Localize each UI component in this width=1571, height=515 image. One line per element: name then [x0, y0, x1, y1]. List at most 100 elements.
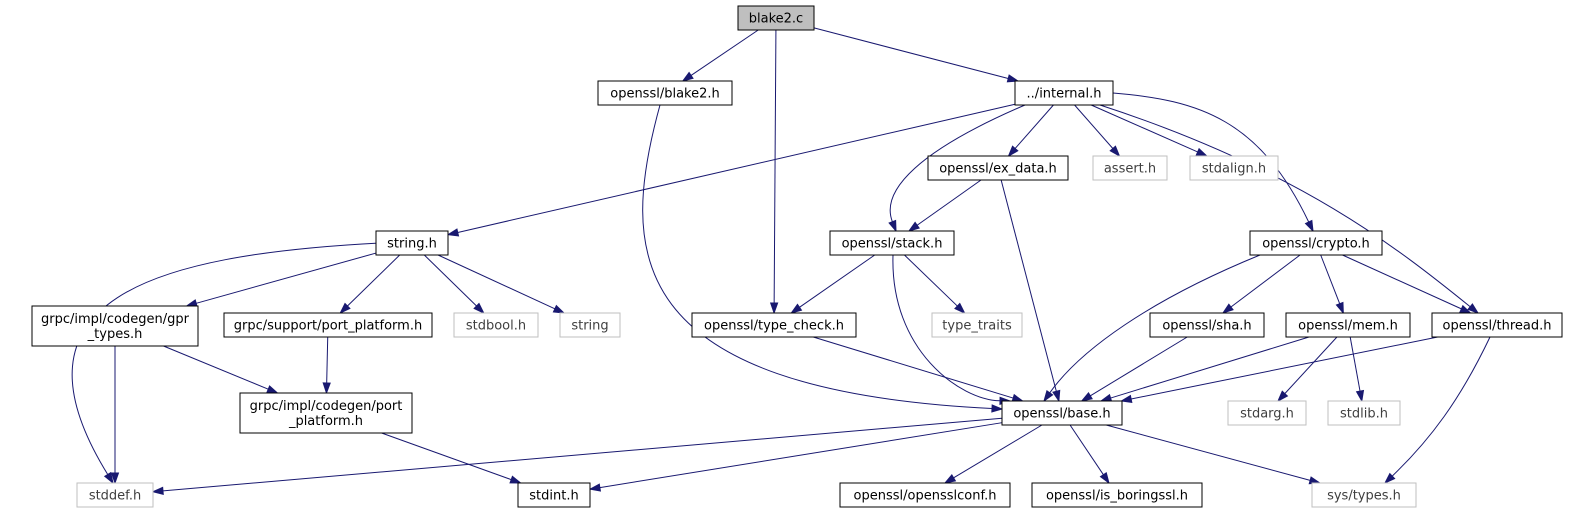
node-box [1092, 155, 1168, 181]
edge-arrowhead [322, 382, 331, 395]
edge-arrowhead [1119, 394, 1133, 404]
edge-line [196, 252, 377, 304]
edge-internal_h-to-assert_h [1074, 104, 1121, 158]
node-openssl_stack_h[interactable]: openssl/stack.h [829, 230, 955, 256]
edge-arrowhead [1043, 389, 1054, 403]
node-grpc_codegen_port_platform_h[interactable]: grpc/impl/codegen/port_platform.h [239, 392, 413, 434]
edges-layer [71, 27, 1491, 495]
node-openssl_crypto_h[interactable]: openssl/crypto.h [1249, 230, 1383, 256]
node-label: grpc/support/port_platform.h [234, 319, 422, 334]
edge-arrowhead [151, 486, 164, 495]
node-stdalign_h: stdalign.h [1189, 155, 1279, 181]
node-grpc_support_port_platform_h[interactable]: grpc/support/port_platform.h [223, 312, 433, 338]
edge-line [799, 254, 876, 308]
node-label: openssl/is_boringssl.h [1046, 489, 1188, 504]
node-box [453, 312, 539, 338]
edge-line [690, 29, 759, 76]
node-openssl_ex_data_h[interactable]: openssl/ex_data.h [927, 155, 1069, 181]
edge-arrowhead [943, 473, 957, 484]
edge-line [1131, 336, 1438, 400]
node-openssl_opensslconf_h[interactable]: openssl/opensslconf.h [839, 482, 1011, 508]
node-string_h[interactable]: string.h [375, 230, 449, 256]
edge-line [1074, 104, 1114, 149]
edge-line [1014, 104, 1054, 149]
edge-line [1110, 336, 1310, 399]
node-box [1285, 312, 1411, 338]
edge-line [813, 336, 1014, 399]
node-openssl_mem_h[interactable]: openssl/mem.h [1285, 312, 1411, 338]
node-box [931, 312, 1023, 338]
edge-arrowhead [1195, 147, 1209, 157]
node-label: stddef.h [89, 489, 141, 504]
edge-arrowhead [110, 472, 120, 485]
edge-openssl_base_h-to-openssl_is_boringssl_h [1069, 424, 1110, 485]
node-openssl_sha_h[interactable]: openssl/sha.h [1149, 312, 1265, 338]
node-label: string.h [387, 237, 437, 252]
edge-arrowhead [1355, 389, 1365, 403]
edge-internal_h-to-openssl_thread_h [1099, 104, 1480, 314]
node-box [375, 230, 449, 256]
edge-openssl_base_h-to-stdint_h [588, 422, 1003, 492]
edge-arrowhead [1006, 74, 1020, 83]
edge-grpc_codegen_port_platform_h-to-stdint_h [381, 432, 523, 484]
node-box [517, 482, 591, 508]
node-stdint_h[interactable]: stdint.h [517, 482, 591, 508]
edge-grpc_support_port_platform_h-to-grpc_codegen_port_platform_h [322, 336, 331, 395]
edge-openssl_crypto_h-to-openssl_thread_h [1342, 254, 1472, 314]
node-box [1149, 312, 1265, 338]
node-openssl_type_check_h[interactable]: openssl/type_check.h [691, 312, 857, 338]
node-openssl_base_h[interactable]: openssl/base.h [1001, 400, 1123, 426]
node-box [76, 482, 154, 508]
node-label: openssl/crypto.h [1262, 237, 1370, 252]
edge-line [1349, 336, 1361, 392]
edge-line [773, 29, 777, 304]
edge-arrowhead [1099, 393, 1113, 402]
node-label: _types.h [87, 327, 143, 342]
node-label: grpc/impl/codegen/port [250, 399, 403, 414]
edge-arrowhead [1052, 389, 1061, 403]
edge-line [437, 254, 556, 310]
node-label: openssl/blake2.h [610, 87, 720, 102]
node-label: openssl/mem.h [1298, 319, 1398, 334]
node-box [691, 312, 857, 338]
edge-string_h-to-stdbool_h [423, 254, 485, 315]
node-openssl_is_boringssl_h[interactable]: openssl/is_boringssl.h [1031, 482, 1203, 508]
edge-arrowhead [1011, 393, 1025, 402]
edge-line [1284, 336, 1338, 394]
edge-arrowhead [991, 404, 1004, 413]
node-grpc_gpr_types_h[interactable]: grpc/impl/codegen/gpr_types.h [31, 305, 199, 347]
edge-arrowhead [588, 483, 602, 492]
edge-internal_h-to-openssl_crypto_h [1112, 92, 1314, 233]
node-label: grpc/impl/codegen/gpr [41, 312, 190, 327]
edge-arrowhead [509, 475, 523, 484]
node-label: openssl/ex_data.h [939, 162, 1057, 177]
node-internal_h[interactable]: ../internal.h [1014, 80, 1114, 106]
edge-internal_h-to-openssl_stack_h [888, 104, 1026, 233]
node-label: openssl/sha.h [1162, 319, 1251, 334]
edge-internal_h-to-stdalign_h [1090, 104, 1209, 157]
edge-arrowhead [552, 304, 566, 314]
edge-grpc_gpr_types_h-to-stddef_h [110, 346, 120, 485]
edge-line [163, 345, 269, 390]
node-blake2_c[interactable]: blake2.c [737, 5, 815, 31]
node-openssl_blake2_h[interactable]: openssl/blake2.h [597, 80, 733, 106]
node-openssl_thread_h[interactable]: openssl/thread.h [1431, 312, 1563, 338]
edge-internal_h-to-openssl_ex_data_h [1007, 104, 1054, 158]
edge-arrowhead [769, 302, 779, 315]
edge-openssl_crypto_h-to-openssl_mem_h [1320, 254, 1344, 315]
edge-arrowhead [1080, 391, 1093, 402]
edge-openssl_blake2_h-to-openssl_base_h [642, 104, 1004, 413]
edge-arrowhead [1099, 471, 1110, 485]
edge-line [71, 242, 381, 475]
node-label: stdlib.h [1340, 407, 1388, 422]
edge-arrowhead [888, 219, 897, 233]
edge-line [1000, 179, 1057, 392]
node-stddef_h: stddef.h [76, 482, 154, 508]
node-label: openssl/type_check.h [704, 319, 844, 334]
edge-openssl_mem_h-to-stdlib_h [1349, 336, 1365, 403]
edge-line [1106, 424, 1311, 481]
edge-line [892, 254, 1001, 402]
edge-blake2_c-to-openssl_type_check_h [769, 29, 779, 315]
node-label: string [571, 319, 608, 334]
